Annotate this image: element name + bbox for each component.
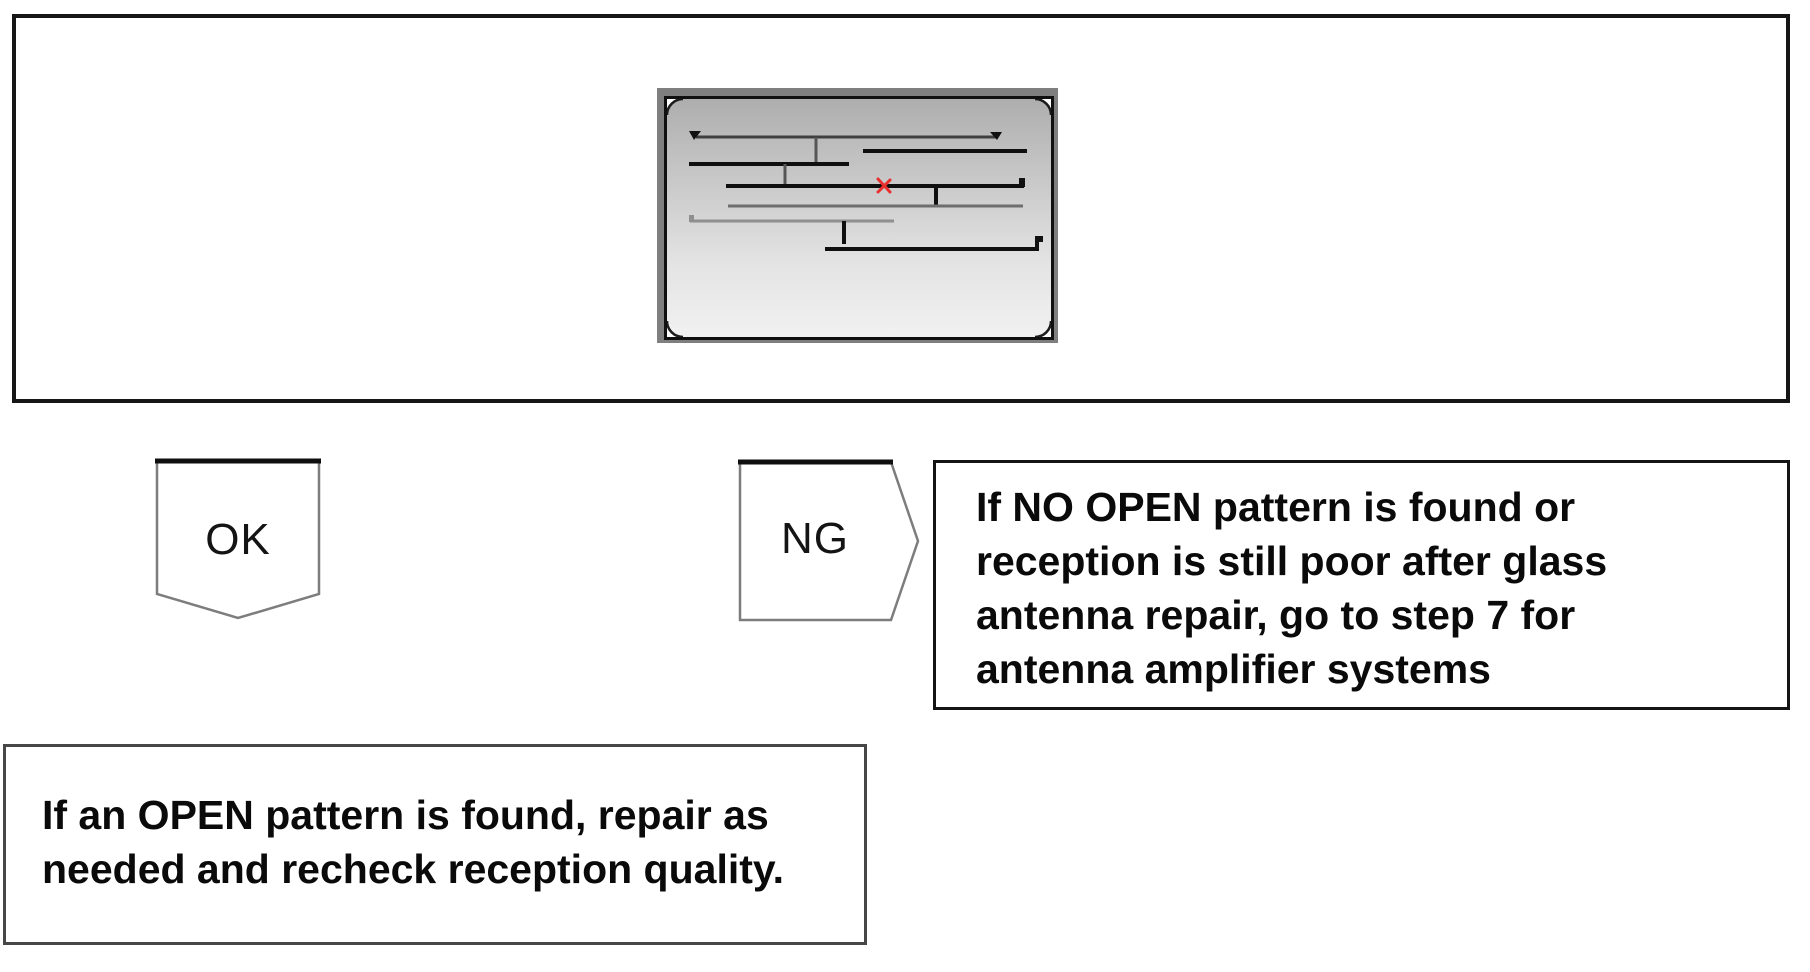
ng-note-line: antenna repair, go to step 7 for (976, 592, 1576, 638)
ok-label: OK (205, 515, 271, 564)
ok-branch-shape: OK (155, 458, 321, 620)
glass-corner-marks (667, 99, 1051, 337)
ok-note-line: If an OPEN pattern is found, repair as (42, 792, 769, 838)
ng-label: NG (781, 514, 849, 563)
ok-note-line: needed and recheck reception quality. (42, 846, 785, 892)
flow-step-panel (12, 14, 1790, 403)
glass-antenna-illustration (657, 88, 1058, 343)
antenna-line-end-marks (689, 131, 1043, 249)
antenna-pattern-drawing (667, 99, 1051, 337)
open-point-x-icon (876, 177, 892, 194)
ng-note-line: antenna amplifier systems (976, 646, 1491, 692)
ok-note-box: If an OPEN pattern is found, repair as n… (3, 744, 867, 945)
antenna-lines (689, 135, 1039, 251)
ng-branch-shape: NG (738, 459, 920, 622)
ng-note-line: If NO OPEN pattern is found or (976, 484, 1576, 530)
rear-glass-frame (664, 96, 1054, 340)
ng-note-line: reception is still poor after glass (976, 538, 1608, 584)
ng-note-box: If NO OPEN pattern is found or reception… (933, 460, 1790, 710)
